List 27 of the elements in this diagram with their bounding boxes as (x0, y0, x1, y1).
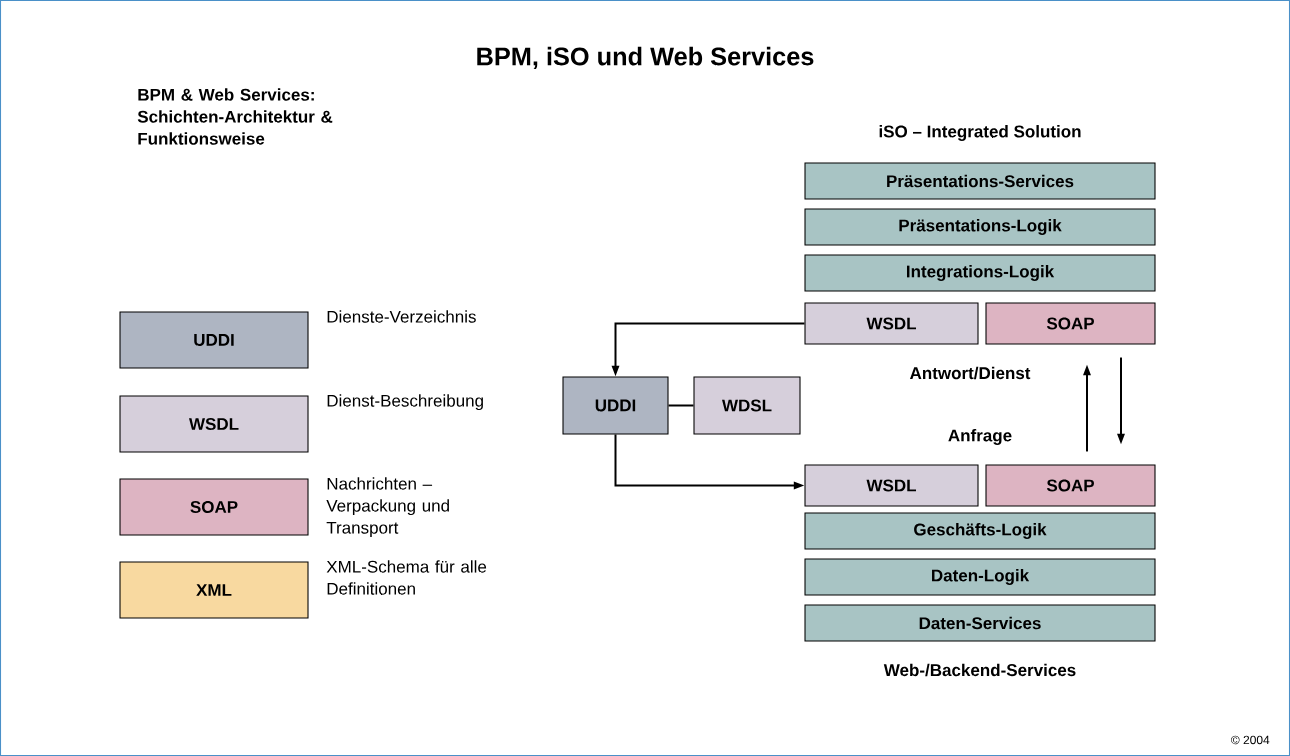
flow-label: Anfrage (948, 429, 1012, 445)
description-text: Dienst-Beschreibung (327, 394, 483, 411)
stack-heading: iSO – Integrated Solution (879, 125, 1081, 141)
description-text: Dienste-Verzeichnis (327, 310, 476, 323)
layer-box: Daten-Services (804, 604, 1156, 642)
description-box: WDSL (693, 376, 801, 435)
key-box: WSDL (119, 395, 309, 453)
key-box: UDDI (119, 311, 309, 369)
flow-label: Antwort/Dienst (910, 366, 1031, 380)
stack-heading: Web-/Backend-Services (883, 663, 1076, 677)
layer-box: Daten-Logik (804, 558, 1156, 596)
layer-box: SOAP (985, 464, 1156, 507)
layer-box: SOAP (985, 302, 1156, 345)
subtitle: BPM & Web Services: Schichten-Architektur & Funktionsweise (137, 88, 333, 145)
layer-box: WSDL (804, 302, 979, 345)
key-box: SOAP (119, 478, 309, 536)
layer-box: WSDL (804, 464, 979, 507)
copyright-text: © 2004 (1231, 735, 1270, 745)
description-text: XML-Schema für alle Definitionen (326, 560, 487, 595)
key-box: XML (119, 561, 309, 619)
layer-box: Integrations-Logik (804, 254, 1156, 292)
layer-box: Geschäfts-Logik (804, 512, 1156, 550)
registry-box: UDDI (562, 376, 669, 435)
title: BPM, iSO und Web Services (477, 46, 814, 70)
description-text: Nachrichten – Verpackung und Transport (326, 477, 449, 538)
layer-box: Präsentations-Logik (804, 208, 1156, 246)
layer-box: Präsentations-Services (804, 162, 1156, 200)
